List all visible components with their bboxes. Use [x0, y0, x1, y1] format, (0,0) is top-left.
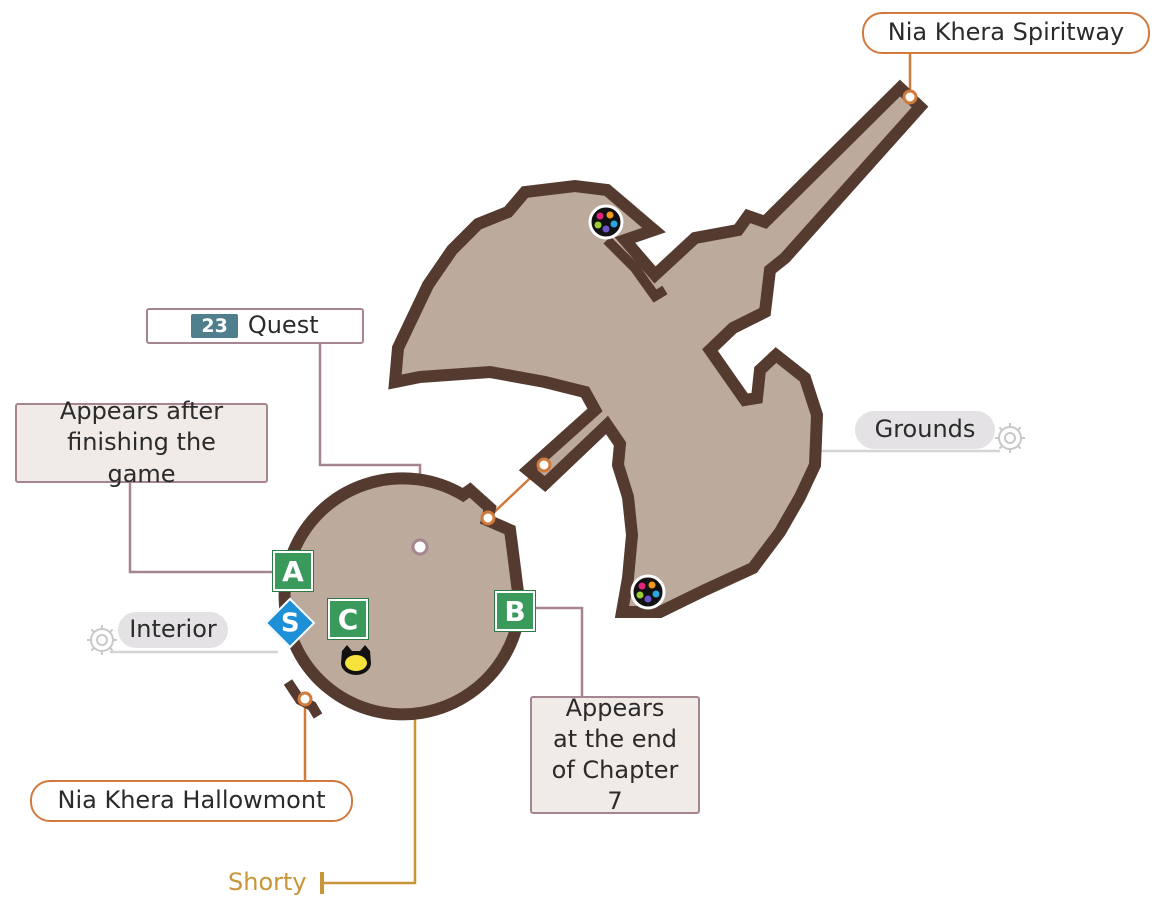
spiritway-exit-node [902, 89, 918, 105]
after-game-leader [128, 483, 278, 574]
quest-label[interactable]: 23 Quest [146, 308, 364, 344]
hallowmont-exit-label[interactable]: Nia Khera Hallowmont [30, 780, 353, 822]
interior-area-label[interactable]: Interior [118, 612, 228, 648]
chapter7-note: Appears at the end of Chapter 7 [530, 694, 700, 815]
grounds-area-label[interactable]: Grounds [855, 411, 995, 449]
save-point-letter: S [280, 607, 300, 638]
marker-b[interactable]: B [495, 591, 535, 631]
shorty-label[interactable]: Shorty [228, 868, 307, 896]
chapter7-leader [535, 606, 584, 696]
quest-text: Quest [247, 311, 319, 340]
hallowmont-exit-node [297, 691, 313, 707]
gear-icon [995, 423, 1025, 453]
connector-exit-node [536, 457, 552, 473]
collectible-orb-icon[interactable] [630, 574, 666, 610]
cat-face-icon[interactable] [341, 645, 371, 675]
spiritway-exit-label[interactable]: Nia Khera Spiritway [862, 12, 1150, 54]
collectible-orb-icon[interactable] [588, 204, 624, 240]
quest-node [411, 538, 429, 556]
marker-c[interactable]: C [328, 599, 368, 639]
after-game-note: Appears after finishing the game [15, 397, 268, 488]
marker-a[interactable]: A [273, 551, 313, 591]
gear-icon [87, 625, 117, 655]
grounds-notch [603, 236, 668, 303]
quest-number-badge: 23 [191, 314, 238, 338]
grounds-floor [388, 79, 929, 618]
connector-entry-node [480, 510, 496, 526]
